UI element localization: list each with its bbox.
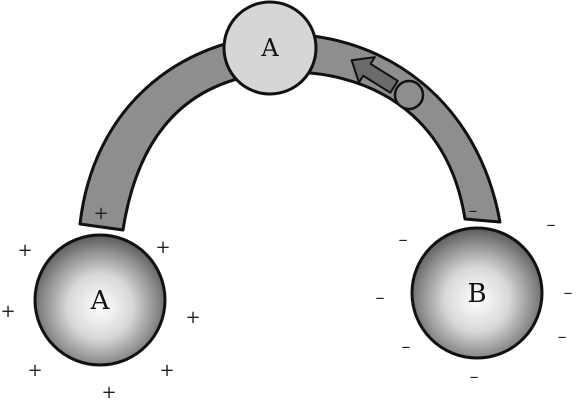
negative-charge: – (402, 336, 411, 357)
positive-charges: + + + + + + + + (0, 203, 200, 400)
positive-charge: + (159, 360, 174, 381)
negative-charge: – (470, 366, 479, 387)
negative-charge: – (469, 200, 478, 221)
top-sphere (222, 0, 318, 96)
negative-charge: – (564, 282, 573, 303)
left-sphere-label: A (90, 286, 111, 316)
positive-charge: + (27, 360, 42, 381)
negative-charge: – (547, 214, 556, 235)
positive-charge: + (155, 237, 170, 258)
negative-charges: – – – – – – – – (376, 200, 573, 387)
positive-charge: + (0, 301, 15, 322)
positive-charge: + (185, 307, 200, 328)
positive-charge: + (101, 382, 116, 400)
positive-charge: + (93, 203, 108, 224)
negative-charge: – (376, 287, 385, 308)
left-sphere (33, 233, 167, 367)
negative-charge: – (399, 229, 408, 250)
right-sphere (410, 226, 544, 360)
direction-arrow-icon (350, 56, 399, 94)
negative-charge: – (558, 326, 567, 347)
small-ball (393, 79, 425, 111)
top-sphere-label: A (260, 34, 279, 62)
positive-charge: + (17, 240, 32, 261)
right-sphere-label: B (467, 279, 486, 309)
